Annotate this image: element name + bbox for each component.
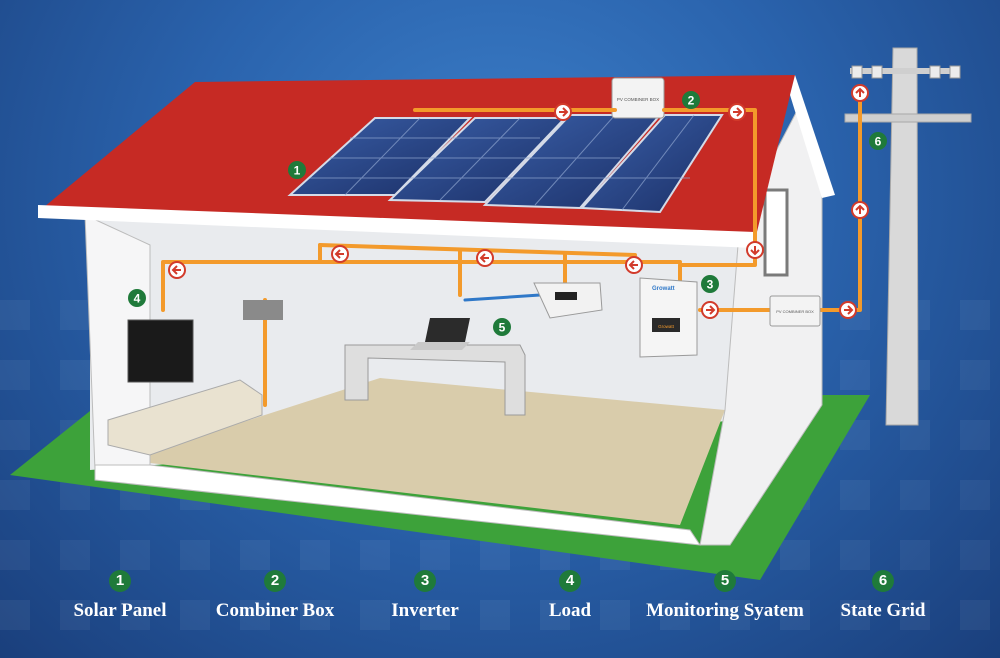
power-wiring — [161, 88, 862, 407]
legend-item-combiner-box: 2 Combiner Box — [200, 570, 350, 622]
tv-cabinet — [107, 379, 263, 456]
wall-combiner-label: PV COMBINER BOX — [776, 309, 814, 314]
legend-label: Inverter — [391, 600, 459, 621]
marker-5: 5 — [493, 318, 511, 336]
wall-combiner-box — [769, 295, 821, 327]
legend-item-monitoring-system: 5 Monitoring Syatem — [630, 570, 820, 622]
legend-label: Combiner Box — [215, 600, 335, 621]
roof-side-edge — [790, 75, 835, 198]
svg-text:4: 4 — [134, 292, 141, 306]
legend-label: State Grid — [840, 600, 926, 621]
floor — [125, 378, 725, 525]
laptop-base — [410, 342, 470, 350]
svg-text:2: 2 — [688, 94, 695, 108]
laptop-screen — [425, 318, 470, 342]
window — [763, 188, 789, 277]
inverter-brand: Growatt — [652, 286, 675, 292]
legend-num: 2 — [264, 570, 286, 592]
flow-arrows — [168, 84, 869, 319]
roof-combiner-label: PV COMBINER BOX — [617, 97, 659, 102]
front-wall-base — [94, 464, 702, 546]
legend-label: Load — [548, 600, 592, 621]
legend-item-inverter: 3 Inverter — [370, 570, 480, 622]
svg-text:5: 5 — [499, 321, 506, 335]
marker-1: 1 — [288, 161, 306, 179]
legend-label: Monitoring Syatem — [646, 600, 804, 621]
monitoring-display — [555, 292, 577, 300]
desk — [344, 344, 526, 416]
marker-2: 2 — [682, 91, 700, 109]
roof-edge — [38, 205, 755, 248]
tv — [127, 319, 194, 383]
legend-item-solar-panel: 1 Solar Panel — [60, 570, 180, 622]
svg-text:1: 1 — [294, 164, 301, 178]
inverter — [639, 277, 698, 358]
legend-num: 1 — [109, 570, 131, 592]
legend: 1 Solar Panel 2 Combiner Box 3 Inverter … — [0, 570, 1000, 640]
marker-4: 4 — [128, 289, 146, 307]
utility-pole — [844, 47, 972, 426]
legend-num: 3 — [414, 570, 436, 592]
marker-3: 3 — [701, 275, 719, 293]
legend-item-state-grid: 6 State Grid — [828, 570, 938, 622]
legend-item-load: 4 Load — [520, 570, 620, 622]
monitoring-device — [533, 282, 603, 319]
marker-6: 6 — [869, 132, 887, 150]
legend-num: 5 — [714, 570, 736, 592]
lamp-body — [243, 300, 283, 320]
svg-text:6: 6 — [875, 135, 882, 149]
inverter-screen-label: Growatt — [658, 324, 675, 329]
roof-combiner-box — [611, 77, 665, 119]
legend-num: 4 — [559, 570, 581, 592]
solar-panel-array — [287, 114, 724, 214]
legend-label: Solar Panel — [73, 600, 167, 621]
legend-num: 6 — [872, 570, 894, 592]
svg-text:3: 3 — [707, 278, 714, 292]
inverter-screen — [652, 318, 680, 332]
